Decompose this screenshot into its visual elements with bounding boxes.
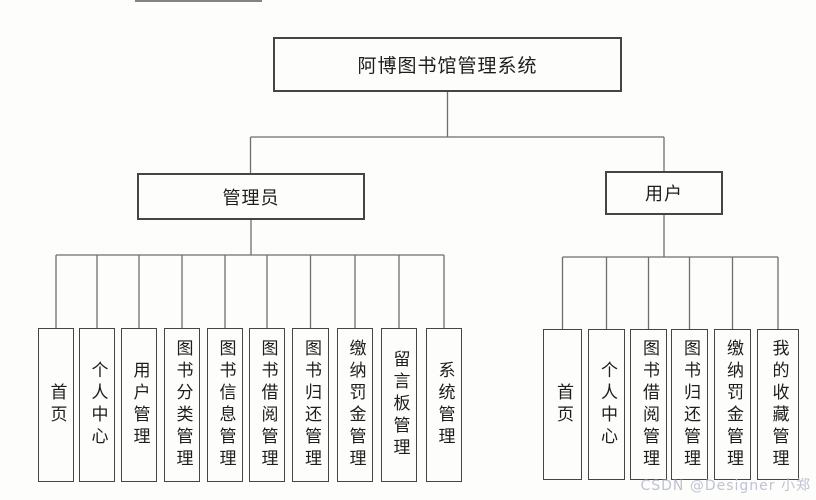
node-label: 缴纳罚金管理 [345, 339, 366, 471]
node-label: 系统管理 [434, 361, 455, 449]
node-user-fine-payment-management: 缴纳罚金管理 [714, 329, 751, 480]
node-user-my-collection-management: 我的收藏管理 [757, 329, 799, 480]
node-label: 图书信息管理 [215, 339, 236, 471]
node-admin-system-management: 系统管理 [426, 328, 462, 482]
node-branch-admin: 管理员 [137, 173, 365, 220]
node-label: 首页 [46, 383, 67, 427]
node-admin-book-category-management: 图书分类管理 [164, 328, 200, 482]
node-user-home: 首页 [543, 329, 582, 480]
node-user-book-return-management: 图书归还管理 [671, 329, 708, 480]
node-label: 图书分类管理 [172, 339, 193, 471]
node-branch-user: 用户 [605, 171, 723, 215]
cropped-top-artifact [135, 0, 262, 2]
node-admin-message-board-management: 留言板管理 [381, 328, 417, 482]
node-label: 用户管理 [129, 361, 150, 449]
csdn-watermark: CSDN @Designer 小郑 [640, 478, 811, 494]
node-label: 缴纳罚金管理 [723, 338, 743, 471]
node-admin-book-return-management: 图书归还管理 [292, 328, 329, 482]
node-admin-home: 首页 [38, 328, 74, 482]
node-user-personal-center: 个人中心 [588, 329, 625, 480]
node-label: 首页 [553, 382, 573, 427]
node-label: 我的收藏管理 [768, 338, 789, 471]
node-label: 图书借阅管理 [639, 338, 659, 471]
node-root-label: 阿博图书馆管理系统 [357, 55, 538, 77]
node-user-book-borrow-management: 图书借阅管理 [630, 329, 667, 480]
node-admin-fine-payment-management: 缴纳罚金管理 [337, 328, 373, 482]
node-label: 个人中心 [597, 360, 617, 449]
node-label: 留言板管理 [389, 350, 410, 460]
node-label: 图书归还管理 [301, 339, 321, 471]
node-admin-personal-center: 个人中心 [79, 328, 115, 482]
node-branch-user-label: 用户 [645, 184, 683, 205]
node-admin-book-info-management: 图书信息管理 [207, 328, 243, 482]
node-label: 图书借阅管理 [257, 339, 278, 471]
node-admin-user-management: 用户管理 [121, 328, 157, 482]
node-label: 个人中心 [87, 361, 108, 449]
node-label: 图书归还管理 [680, 338, 700, 471]
node-root-library-system: 阿博图书馆管理系统 [273, 37, 622, 92]
node-admin-book-borrow-management: 图书借阅管理 [249, 328, 285, 482]
node-branch-admin-label: 管理员 [222, 187, 280, 209]
